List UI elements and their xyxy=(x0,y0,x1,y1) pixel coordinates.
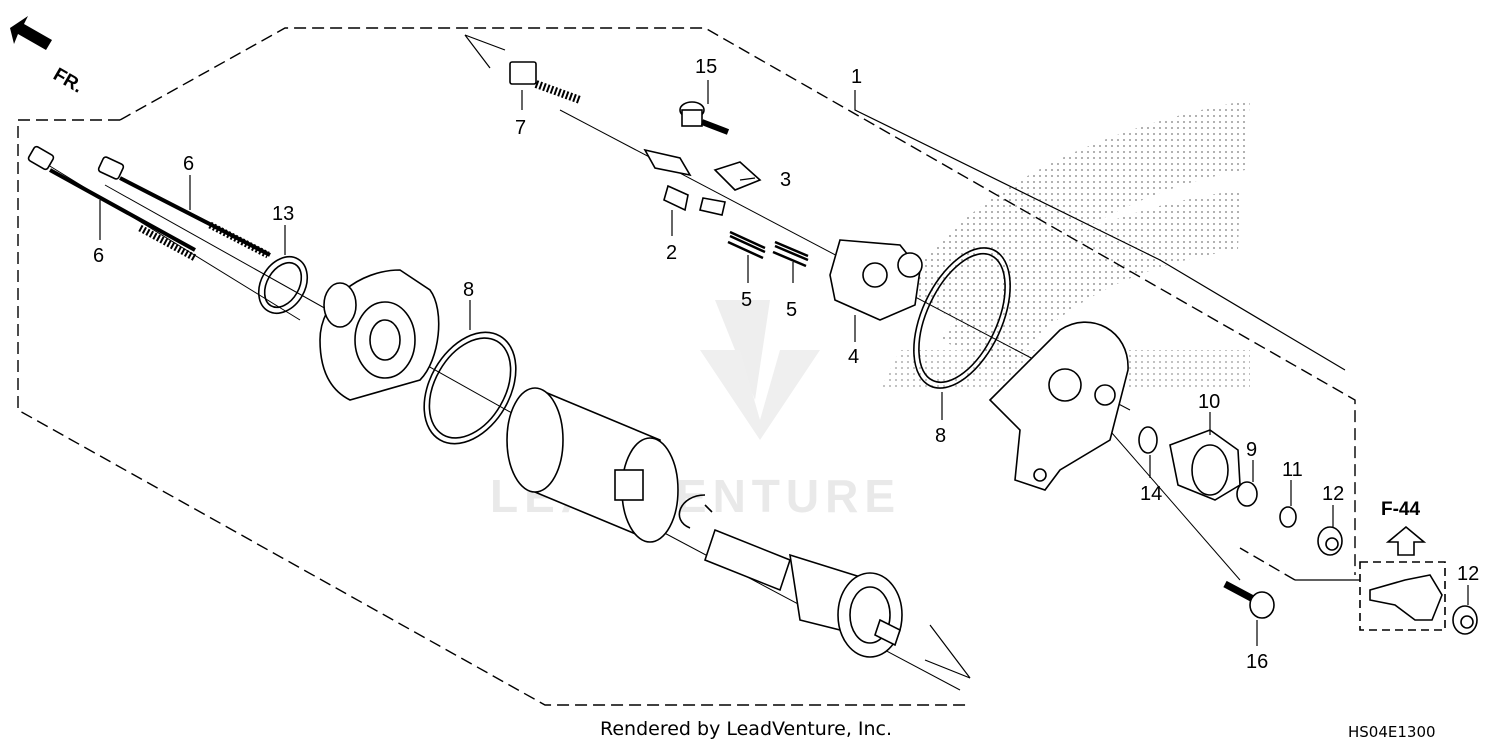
nut-12 xyxy=(1317,526,1343,556)
armature xyxy=(704,528,903,658)
callout-8-right: 8 xyxy=(935,425,946,447)
callout-12-lower: 12 xyxy=(1457,563,1479,585)
callout-2: 2 xyxy=(666,242,677,264)
direction-label: FR. xyxy=(50,64,87,97)
callout-7: 7 xyxy=(515,117,526,139)
nut-12-right xyxy=(1452,605,1478,635)
washer xyxy=(1138,426,1158,454)
rear-cover xyxy=(988,321,1129,491)
front-cover xyxy=(319,269,440,401)
brush-terminal xyxy=(643,148,762,216)
up-arrow-icon xyxy=(1385,525,1427,556)
yoke-housing xyxy=(506,387,679,543)
callout-leaders xyxy=(99,80,1469,646)
assembly-outline xyxy=(17,27,1356,706)
callout-6-lower: 6 xyxy=(93,245,104,267)
o-ring-small xyxy=(257,255,309,315)
callout-labels: 1 15 7 3 2 6 6 13 8 5 5 4 8 10 9 11 14 1… xyxy=(93,56,1479,673)
terminal-cap xyxy=(1369,574,1443,621)
diagram-code: HS04E1300 xyxy=(1348,723,1436,741)
reference-label: F-44 xyxy=(1381,499,1421,520)
leader-lines xyxy=(464,34,1360,679)
flange-bolt-small xyxy=(679,101,730,135)
insulator-bushing xyxy=(1169,429,1241,501)
front-direction-indicator: FR. xyxy=(10,16,87,98)
callout-1: 1 xyxy=(851,66,862,88)
through-bolt-long xyxy=(27,145,271,262)
direction-arrow-icon xyxy=(10,16,52,50)
callout-16: 16 xyxy=(1246,651,1268,673)
callout-3: 3 xyxy=(780,169,791,191)
flange-bolt xyxy=(1223,580,1275,619)
callout-10: 10 xyxy=(1198,391,1220,413)
callout-11: 11 xyxy=(1282,459,1303,481)
screw xyxy=(509,61,582,104)
parts xyxy=(27,61,1478,658)
circlip xyxy=(678,494,713,529)
render-credit: Rendered by LeadVenture, Inc. xyxy=(600,718,893,740)
callout-14: 14 xyxy=(1140,483,1162,505)
callout-8-left: 8 xyxy=(463,279,474,301)
callout-13: 13 xyxy=(272,203,294,225)
reference-box xyxy=(1359,561,1446,631)
seal-washer xyxy=(1236,481,1258,507)
callout-5-left: 5 xyxy=(741,289,752,311)
o-ring-left xyxy=(423,331,517,445)
callout-12-upper: 12 xyxy=(1322,483,1344,505)
brush-springs xyxy=(727,230,809,268)
callout-15: 15 xyxy=(695,56,717,78)
o-ring-right xyxy=(913,247,1011,389)
callout-9: 9 xyxy=(1246,439,1257,461)
callout-5-right: 5 xyxy=(786,299,797,321)
callout-6-upper: 6 xyxy=(183,153,194,175)
brush-holder xyxy=(829,239,923,321)
flat-washer xyxy=(1279,506,1297,528)
callout-4: 4 xyxy=(848,346,859,368)
